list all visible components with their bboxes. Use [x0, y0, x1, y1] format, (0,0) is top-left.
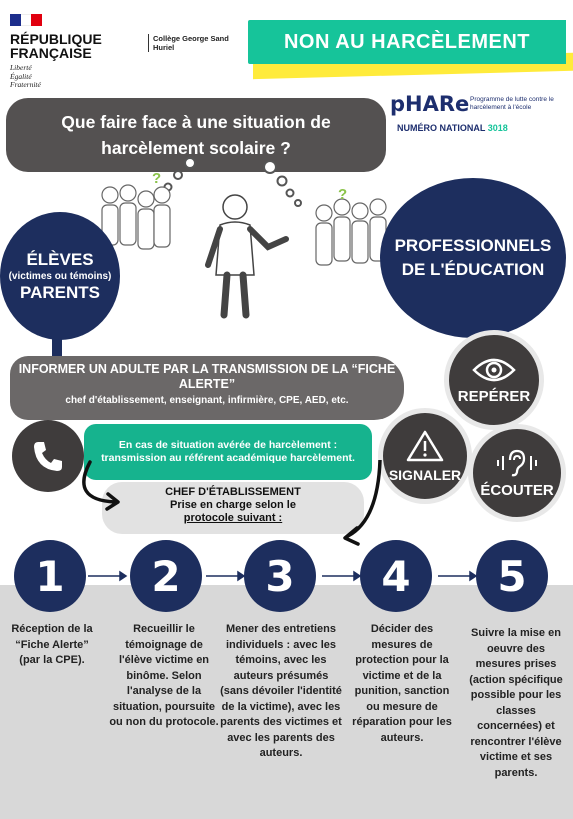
ecouter-circle: ÉCOUTER	[468, 424, 566, 522]
svg-text:?: ?	[338, 186, 347, 203]
title-green-band	[248, 20, 566, 64]
step-3-text: Mener des entretiens individuels : avec …	[220, 623, 342, 759]
steps-background	[0, 585, 573, 819]
eleves-stem	[52, 330, 62, 360]
svg-text:?: ?	[152, 170, 161, 187]
phare-subtitle: Programme de lutte contre le harcèlement…	[470, 96, 554, 111]
professionnels-circle: PROFESSIONNELS DE L'ÉDUCATION	[380, 178, 566, 338]
step-4-circle: 4	[360, 540, 432, 612]
republique-francaise-name: RÉPUBLIQUE FRANÇAISE	[10, 31, 102, 61]
referent-alert-box: En cas de situation avérée de harcèlemen…	[84, 424, 372, 480]
reperer-circle: REPÉRER	[444, 330, 544, 430]
step-1-circle: 1	[14, 540, 86, 612]
step-4-text: Décider des mesures de protection pour l…	[352, 623, 452, 744]
step-3-circle: 3	[244, 540, 316, 612]
question-banner: Que faire face à une situation de harcèl…	[6, 98, 386, 172]
thinking-people-illustration: ? ?	[101, 157, 387, 319]
step-arrows	[88, 570, 478, 582]
phare-logo: pHARe	[390, 92, 470, 116]
step-1-text: Réception de la “Fiche Alerte” (par la C…	[11, 623, 93, 666]
ear-icon	[497, 449, 537, 476]
step-5-circle: 5	[476, 540, 548, 612]
step-2-text: Recueillir le témoignage de l'élève vict…	[109, 623, 219, 728]
republique-flag	[10, 14, 43, 26]
inform-banner: INFORMER UN ADULTE PAR LA TRANSMISSION D…	[10, 356, 404, 420]
national-number: NUMÉRO NATIONAL 3018	[397, 123, 508, 133]
eleves-parents-circle: ÉLÈVES (victimes ou témoins) PARENTS	[0, 212, 120, 340]
phone-icon	[34, 442, 62, 471]
republique-motto: Liberté Égalité Fraternité	[10, 63, 41, 89]
phone-circle	[12, 420, 84, 492]
warning-icon	[406, 430, 444, 462]
college-name: Collège George Sand Huriel	[148, 34, 238, 52]
step-5-text: Suivre la mise en oeuvre des mesures pri…	[469, 627, 563, 779]
page-title: NON AU HARCÈLEMENT	[283, 30, 531, 53]
curved-arrows	[82, 460, 382, 546]
chef-etablissement-box: CHEF D'ÉTABLISSEMENT Prise en charge sel…	[102, 482, 364, 534]
eye-icon	[472, 358, 516, 381]
step-2-circle: 2	[130, 540, 202, 612]
signaler-circle: SIGNALER	[378, 408, 472, 504]
